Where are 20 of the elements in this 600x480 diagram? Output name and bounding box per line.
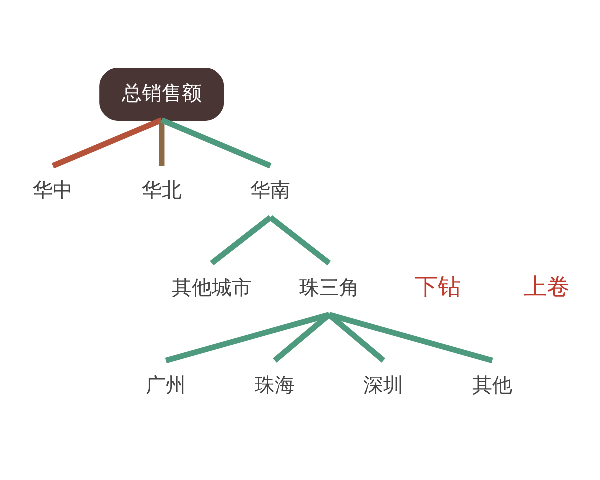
node-text: 华北 xyxy=(142,178,182,202)
node-text: 珠海 xyxy=(254,372,295,396)
connector xyxy=(160,117,272,168)
node-text: 其他 xyxy=(472,372,513,396)
connector xyxy=(165,312,330,363)
connector xyxy=(159,120,165,166)
node-box: 总销售额 xyxy=(100,68,224,120)
connector xyxy=(268,214,332,266)
connector xyxy=(210,214,272,266)
node-text: 华中 xyxy=(33,178,74,202)
connector xyxy=(52,117,163,168)
node-text: 广州 xyxy=(146,372,186,396)
node-text: 珠三角 xyxy=(299,274,360,299)
node-text: 华南 xyxy=(250,178,291,202)
label: 上卷 xyxy=(524,274,570,300)
node-text: 其他城市 xyxy=(172,274,252,299)
connector xyxy=(273,312,332,362)
connector xyxy=(328,312,494,363)
node-text: 深圳 xyxy=(364,372,404,396)
label: 下钻 xyxy=(415,274,462,300)
